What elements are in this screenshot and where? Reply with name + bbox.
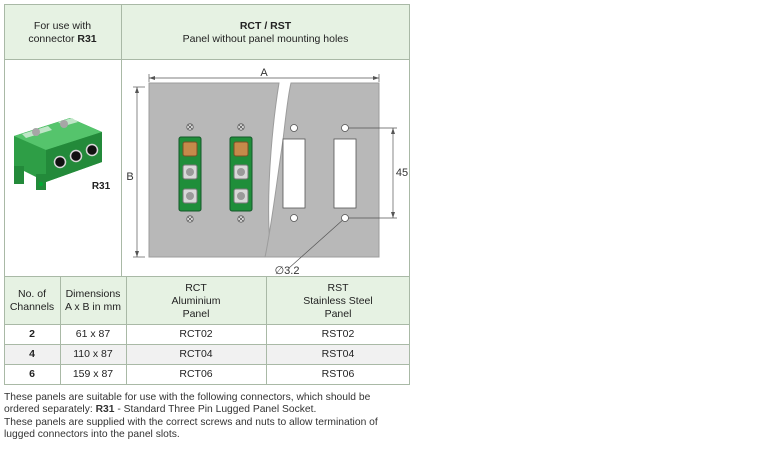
header-left-line1: For use with (33, 20, 92, 32)
dim-b-label: B (126, 171, 133, 183)
table-header-row (4, 276, 410, 324)
row3-dims: 159 x 87 (72, 368, 114, 380)
panel-connector-1 (178, 123, 202, 223)
col-dimensions-line2: A x B in mm (64, 301, 121, 313)
note-line1: These panels are suitable for use with t… (4, 392, 371, 403)
row1-rst: RST02 (321, 328, 355, 340)
description-notes: These panels are suitable for use with t… (4, 392, 404, 442)
row1-dims: 61 x 87 (75, 328, 111, 340)
panel-slot-2 (333, 124, 357, 222)
col-rst-line3: Panel (324, 308, 352, 320)
panel-connector-2 (229, 123, 253, 223)
dim-a-label: A (260, 67, 268, 79)
row3-rct: RCT06 (179, 368, 213, 380)
header-right-cell (121, 4, 410, 59)
col-rct-line2: Aluminium (171, 295, 221, 307)
header-left-line2: connector R31 (28, 33, 97, 45)
panel-drawing: A B 45 ∅3.2 (126, 67, 408, 276)
col-dimensions-line1: Dimensions (65, 288, 121, 300)
row2-dims: 110 x 87 (73, 348, 113, 360)
row2-rct: RCT04 (179, 348, 213, 360)
col-rst-line1: RST (327, 282, 349, 294)
panel-slot-1 (282, 124, 306, 222)
col-rst-line2: Stainless Steel (303, 295, 373, 307)
row2-channels: 4 (29, 348, 35, 360)
dim-45-label: 45 (396, 167, 408, 179)
connector-label: R31 (91, 181, 111, 192)
note-line4: lugged connectors into the panel slots. (4, 429, 180, 441)
note-line2: ordered separately: R31 - Standard Three… (4, 404, 317, 416)
table-row-alt (4, 344, 410, 364)
row1-rct: RCT02 (179, 328, 213, 340)
row1-channels: 2 (29, 328, 35, 340)
product-table: For use with connector R31 RCT / RST Pan… (4, 4, 410, 385)
row3-rst: RST06 (321, 368, 355, 380)
header-right-subtitle: Panel without panel mounting holes (182, 33, 349, 45)
hole-diameter-label: ∅3.2 (275, 265, 300, 276)
header-left-cell (4, 4, 121, 59)
col-rct-line3: Panel (182, 308, 210, 320)
col-channels-line2: Channels (9, 301, 55, 313)
col-channels-line1: No. of (17, 288, 46, 300)
connector-image (14, 118, 102, 190)
header-right-title: RCT / RST (239, 20, 292, 32)
row2-rst: RST04 (321, 348, 355, 360)
note-line3: These panels are supplied with the corre… (4, 416, 378, 428)
row3-channels: 6 (29, 368, 35, 380)
col-rct-line1: RCT (185, 282, 207, 294)
